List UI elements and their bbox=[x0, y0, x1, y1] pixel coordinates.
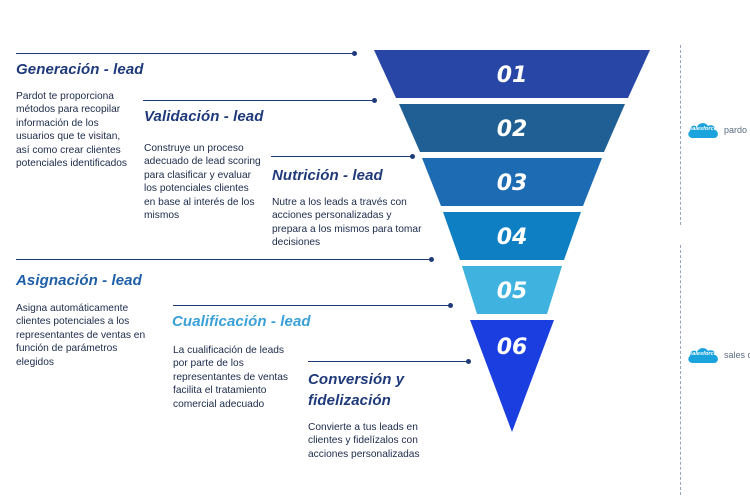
salesforce-cloud-icon: salesforce bbox=[686, 119, 720, 141]
funnel-band-validacion bbox=[399, 104, 625, 152]
stage-title-validacion: Validación - lead bbox=[144, 108, 264, 125]
connector-conversion bbox=[308, 358, 471, 364]
connector-nutricion bbox=[271, 153, 415, 159]
stage-title-generacion: Generación - lead bbox=[16, 61, 144, 78]
stage-number-conversion: 06 bbox=[497, 335, 528, 360]
stage-number-asignacion: 04 bbox=[497, 225, 528, 250]
brand-salesforce-sales-cloud: salesforce sales cl bbox=[686, 344, 750, 366]
stage-description-asignacion: Asigna automáticamente clientes potencia… bbox=[16, 303, 146, 368]
stage-number-nutricion: 03 bbox=[497, 171, 528, 196]
brand-product-name: sales cl bbox=[724, 350, 750, 360]
stage-description-cualificacion: La cualificación de leads por parte de l… bbox=[173, 345, 288, 410]
funnel-band-cualificacion bbox=[462, 266, 562, 314]
stage-description-nutricion: Nutre a los leads a través con acciones … bbox=[272, 197, 422, 249]
connector-validacion bbox=[143, 97, 377, 103]
stage-description-generacion: Pardot te proporciona métodos para recop… bbox=[16, 91, 128, 170]
stage-number-cualificacion: 05 bbox=[497, 279, 528, 304]
brand-logo-text: salesforce bbox=[689, 351, 717, 357]
stage-title-cualificacion: Cualificación - lead bbox=[172, 313, 311, 330]
connector-asignacion bbox=[16, 256, 434, 262]
stage-number-generacion: 01 bbox=[497, 63, 528, 88]
stage-title-nutricion: Nutrición - lead bbox=[272, 167, 383, 184]
brand-salesforce-pardot: salesforce pardo bbox=[686, 119, 747, 141]
funnel-band-nutricion bbox=[422, 158, 602, 206]
brand-product-name: pardo bbox=[724, 125, 748, 135]
stage-title-asignacion: Asignación - lead bbox=[16, 272, 142, 289]
funnel-band-conversion bbox=[470, 320, 554, 432]
salesforce-cloud-icon: salesforce bbox=[686, 344, 720, 366]
divider-dashed-top bbox=[680, 45, 681, 225]
divider-dashed-bottom bbox=[680, 245, 681, 495]
brand-logo-text: salesforce bbox=[689, 126, 717, 132]
stage-description-conversion: Convierte a tus leads en clientes y fide… bbox=[308, 422, 420, 460]
connector-cualificacion bbox=[173, 302, 453, 308]
funnel-band-asignacion bbox=[443, 212, 581, 260]
stage-number-validacion: 02 bbox=[497, 117, 528, 142]
stage-description-validacion: Construye un proceso adecuado de lead sc… bbox=[144, 143, 261, 222]
connector-generacion bbox=[16, 50, 357, 56]
funnel-band-generacion bbox=[374, 50, 650, 98]
stage-title-conversion: Conversión y fidelización bbox=[308, 371, 405, 409]
